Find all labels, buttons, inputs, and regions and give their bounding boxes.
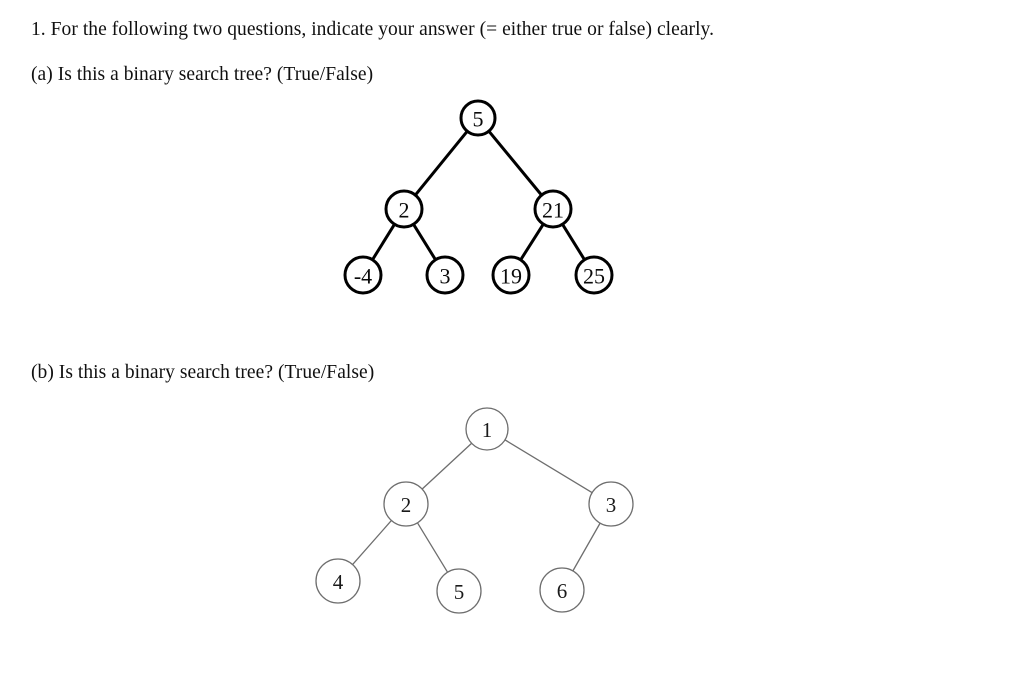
tree-node-circle [436,568,482,614]
tree-a-edge-group [370,128,587,263]
prompt-line: 1. For the following two questions, indi… [31,19,714,40]
tree-node-label: 21 [542,198,564,223]
tree-edge [560,221,587,263]
tree-node-label: 3 [606,493,617,517]
tree-node-circle [465,407,509,451]
tree-node-label: 3 [440,264,451,289]
tree-edge [571,521,602,573]
tree-node-circle [459,99,497,137]
tree-node: 2 [384,189,424,229]
tree-node-circle [574,255,614,295]
tree-node: 25 [574,255,614,295]
tree-node-circle [383,481,429,527]
tree-edge [413,128,470,198]
tree-node: 1 [465,407,509,451]
tree-node-label: 5 [454,580,465,604]
tree-node: 3 [425,255,465,295]
tree-node-label: -4 [354,264,372,289]
tree-edge [420,441,473,491]
tree-node-label: 2 [399,198,410,223]
binary-tree-diagram-a: 5 2 21 -4 3 19 25 [0,0,1024,340]
tree-node-circle [384,189,424,229]
tree-node: 2 [383,481,429,527]
tree-node: -4 [343,255,383,295]
tree-edge [411,221,438,263]
tree-node-circle [533,189,573,229]
tree-node-circle [425,255,465,295]
tree-edge [351,519,393,566]
tree-node: 5 [459,99,497,137]
tree-node: 6 [539,567,585,613]
tree-b-edge-group [351,438,602,574]
tree-edge [486,128,544,198]
tree-node-label: 6 [557,579,568,603]
tree-b-node-group: 1 2 3 4 5 6 [315,407,634,614]
tree-node: 5 [436,568,482,614]
tree-node-circle [588,481,634,527]
tree-node: 3 [588,481,634,527]
tree-node-circle [343,255,383,295]
tree-node: 19 [491,255,531,295]
tree-node-label: 25 [583,264,605,289]
tree-node-label: 4 [333,570,344,594]
tree-node-circle [491,255,531,295]
tree-node: 21 [533,189,573,229]
question-b-text: (b) Is this a binary search tree? (True/… [31,362,375,383]
tree-node-label: 1 [482,418,493,442]
tree-a-canvas: 5 2 21 -4 3 19 25 [343,99,614,295]
tree-node: 4 [315,558,361,604]
tree-node-circle [315,558,361,604]
tree-a-node-group: 5 2 21 -4 3 19 25 [343,99,614,295]
tree-edge [503,438,594,494]
question-a-text: (a) Is this a binary search tree? (True/… [31,64,374,85]
tree-node-label: 19 [500,264,522,289]
tree-node-label: 5 [473,107,484,132]
tree-node-circle [539,567,585,613]
tree-edge [518,221,546,263]
tree-node-label: 2 [401,493,412,517]
tree-edge [370,221,397,263]
tree-edge [416,521,449,574]
